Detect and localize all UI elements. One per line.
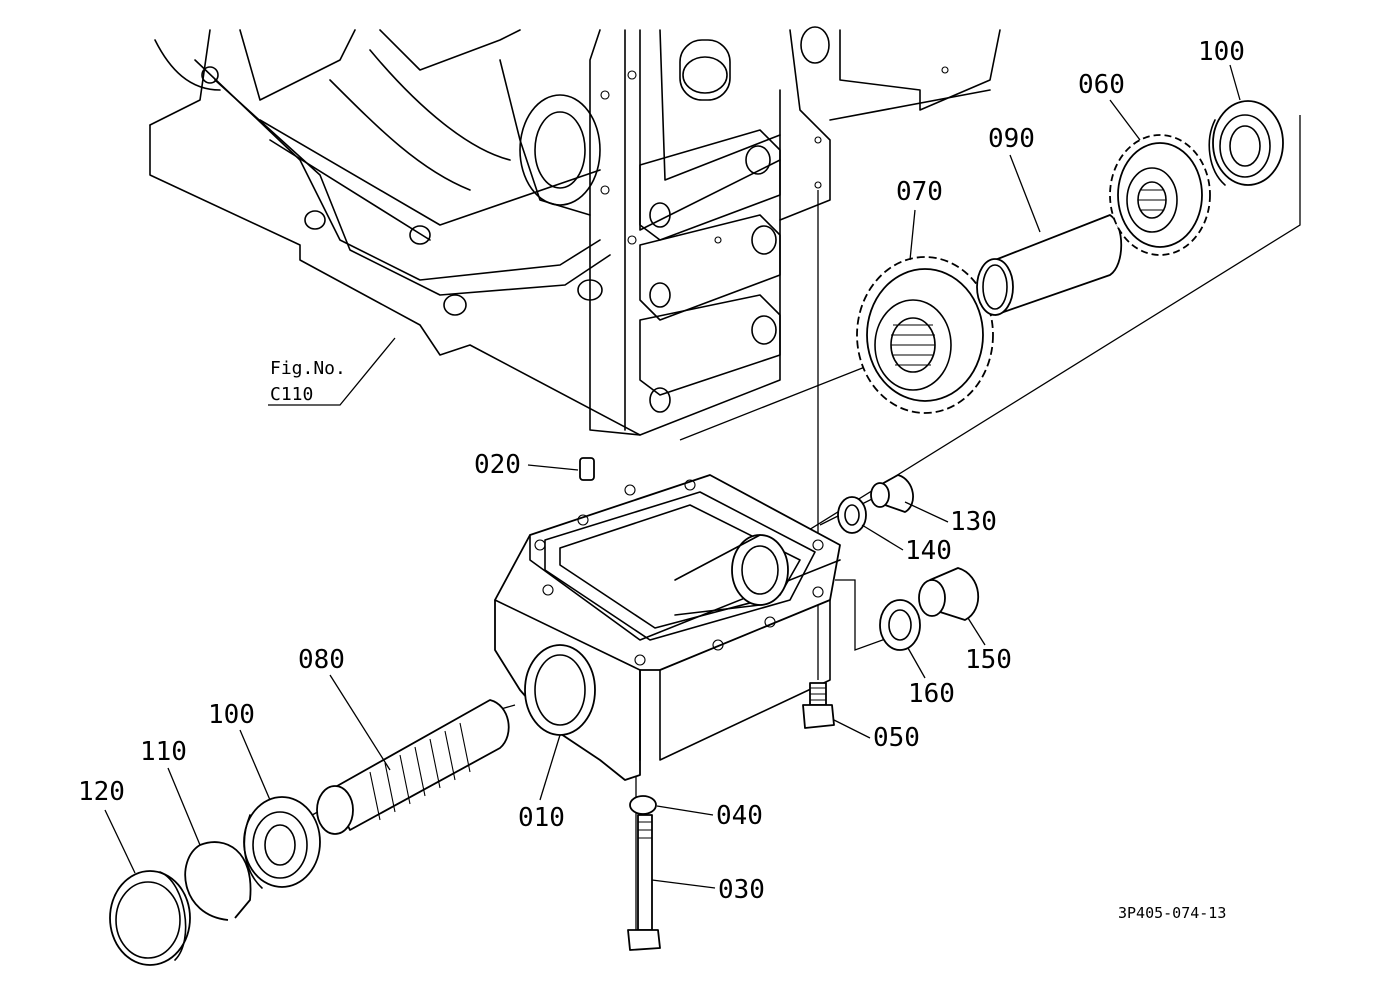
washer-160 <box>879 599 921 651</box>
label-110: 110 <box>140 737 187 767</box>
label-130: 130 <box>950 507 997 537</box>
label-090: 090 <box>988 124 1035 154</box>
label-040: 040 <box>716 801 763 831</box>
gear-case-010 <box>494 474 841 781</box>
bolt-050 <box>802 682 835 729</box>
label-150: 150 <box>965 645 1012 675</box>
figure-reference-line1: Fig.No. <box>270 358 346 379</box>
label-160: 160 <box>908 679 955 709</box>
bearing-100-top <box>1208 100 1284 186</box>
part-labels: 100 060 090 070 020 130 140 150 160 080 … <box>78 37 1245 905</box>
label-140: 140 <box>905 536 952 566</box>
drawing-code: 3P405-074-13 <box>1118 904 1226 922</box>
label-080: 080 <box>298 645 345 675</box>
bolt-030 <box>627 814 661 951</box>
washer-140 <box>837 496 867 534</box>
snap-ring-110 <box>184 841 252 921</box>
gear-070 <box>856 256 994 414</box>
label-010: 010 <box>518 803 565 833</box>
oil-seal-120 <box>109 870 191 966</box>
figure-reference: Fig.No. C110 <box>268 337 396 406</box>
label-070: 070 <box>896 177 943 207</box>
transmission-housing-background <box>149 26 1001 436</box>
label-050: 050 <box>873 723 920 753</box>
gear-060 <box>1109 134 1211 256</box>
label-060: 060 <box>1078 70 1125 100</box>
label-030: 030 <box>718 875 765 905</box>
label-100-bottom: 100 <box>208 700 255 730</box>
plug-150 <box>918 567 979 621</box>
plug-130 <box>870 474 914 513</box>
washer-040 <box>629 795 657 815</box>
label-120: 120 <box>78 777 125 807</box>
label-020: 020 <box>474 450 521 480</box>
figure-reference-line2: C110 <box>270 384 313 405</box>
label-100-top: 100 <box>1198 37 1245 67</box>
pin-020 <box>579 457 595 481</box>
shaft-080 <box>316 699 510 835</box>
bearing-100-bottom <box>243 796 321 889</box>
sleeve-090 <box>976 214 1123 316</box>
